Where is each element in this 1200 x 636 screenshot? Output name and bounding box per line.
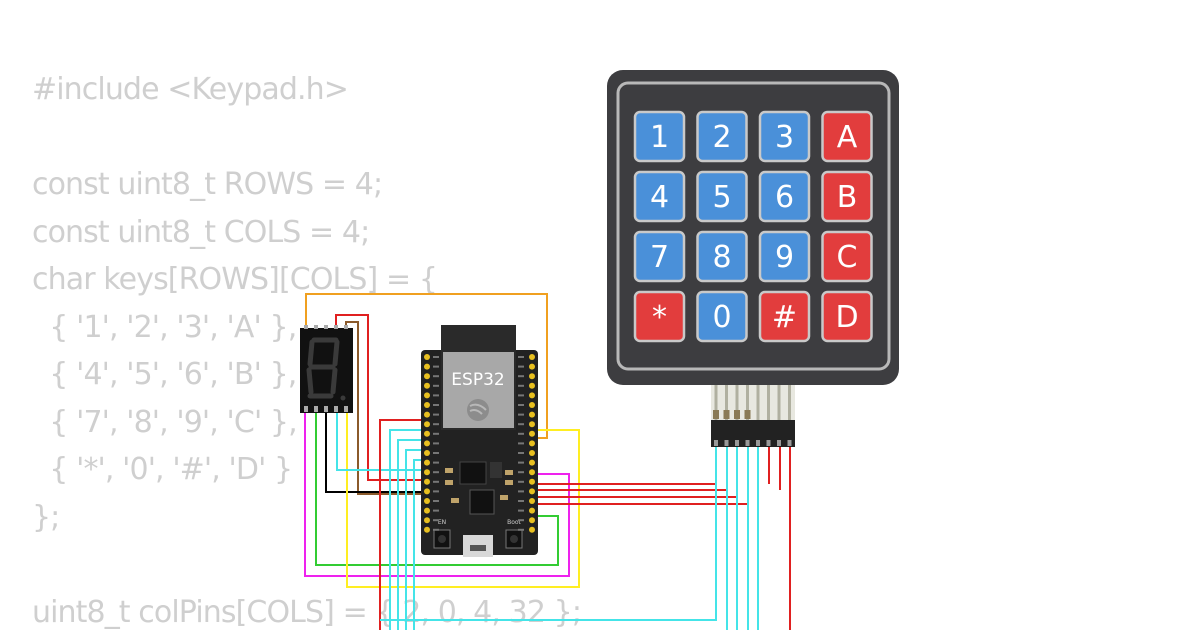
keypad-key-label: A [837,120,858,155]
keypad-key-label: 2 [712,120,731,155]
keypad-key-label: 1 [650,120,669,155]
keypad-key[interactable]: * [635,292,684,341]
keypad-key-label: 5 [712,180,731,215]
keypad-key[interactable]: D [823,292,872,341]
keypad-connector [711,420,795,447]
keypad-ribbon [711,385,795,447]
usb-uart-chip [470,490,494,514]
keypad-key-label: D [835,300,858,335]
keypad-key[interactable]: 6 [760,172,809,221]
keypad-key-label: 6 [775,180,794,215]
seven-segment-display[interactable] [300,325,353,413]
keypad-key-label: 8 [712,240,731,275]
keypad-key-label: C [837,240,858,275]
keypad-key[interactable]: C [823,232,872,281]
keypad-key[interactable]: B [823,172,872,221]
keypad-key[interactable]: # [760,292,809,341]
keypad-key[interactable]: 5 [698,172,747,221]
keypad-key[interactable]: 4 [635,172,684,221]
keypad-key-label: 0 [712,300,731,335]
en-label: EN [438,519,446,526]
keypad-key-label: * [652,300,667,335]
keypad-key-label: # [772,300,797,335]
keypad-key-label: 9 [775,240,794,275]
keypad-key-label: 7 [650,240,669,275]
keypad-key[interactable]: A [823,112,872,161]
keypad-key[interactable]: 7 [635,232,684,281]
keypad-key[interactable]: 2 [698,112,747,161]
wire[interactable] [380,420,427,630]
keypad-key[interactable]: 3 [760,112,809,161]
keypad-key[interactable]: 8 [698,232,747,281]
keypad-key[interactable]: 1 [635,112,684,161]
esp32-devkit[interactable]: ESP32 Boot EN [421,325,538,557]
keypad-key-label: 4 [650,180,669,215]
keypad-key[interactable]: 9 [760,232,809,281]
keypad-key[interactable]: 0 [698,292,747,341]
esp32-label: ESP32 [451,370,504,390]
keypad-key-label: 3 [775,120,794,155]
keypad-key-label: B [837,180,858,215]
wire[interactable] [533,446,716,484]
keypad-4x4[interactable]: 1 2 3 A 4 5 6 B 7 8 9 C * 0 # D [607,70,899,447]
